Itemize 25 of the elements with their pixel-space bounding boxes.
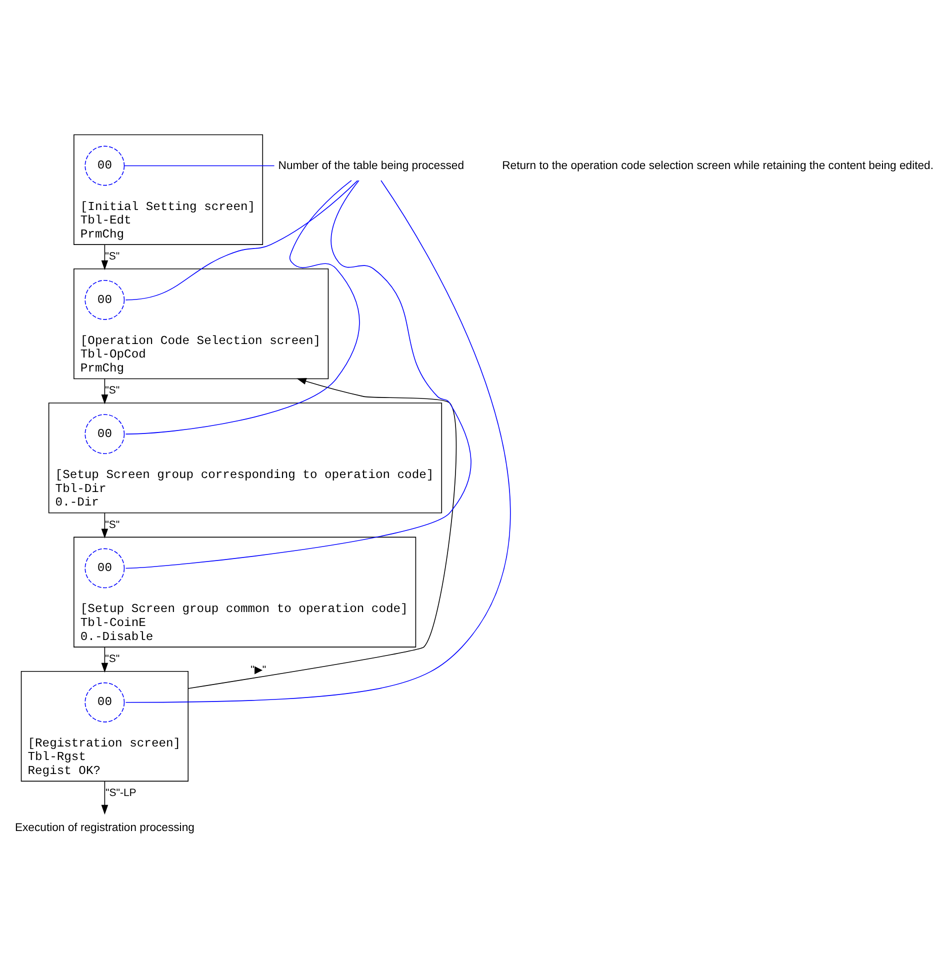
connector [125, 180, 358, 300]
arrow [101, 646, 108, 672]
node-circle: 00 [84, 279, 125, 320]
connector [125, 180, 472, 568]
edge-label: "S" [105, 250, 120, 262]
edge-label: "S" [105, 652, 120, 664]
arrow [101, 244, 108, 270]
edge-label: "S"-LP [105, 786, 136, 799]
edge-label: "▶" [250, 664, 266, 676]
arrow [101, 780, 108, 814]
node-circle: 00 [84, 548, 125, 588]
node-circle: 00 [84, 682, 125, 722]
edge-label: "S" [105, 384, 120, 396]
arrow [188, 377, 457, 688]
node-circle: 00 [84, 414, 125, 454]
connector [125, 180, 511, 702]
connector [124, 164, 275, 166]
label: Return to the operation code selection screen while retaining the content being edited. [502, 159, 934, 172]
node-text: Execution of registration processing [14, 822, 194, 834]
arrow [101, 378, 108, 404]
connector [125, 179, 360, 434]
node-text: Number of the table being processed [278, 159, 464, 172]
edge-label: "S" [105, 518, 120, 530]
node-circle: 00 [84, 145, 125, 186]
arrow [101, 512, 108, 538]
